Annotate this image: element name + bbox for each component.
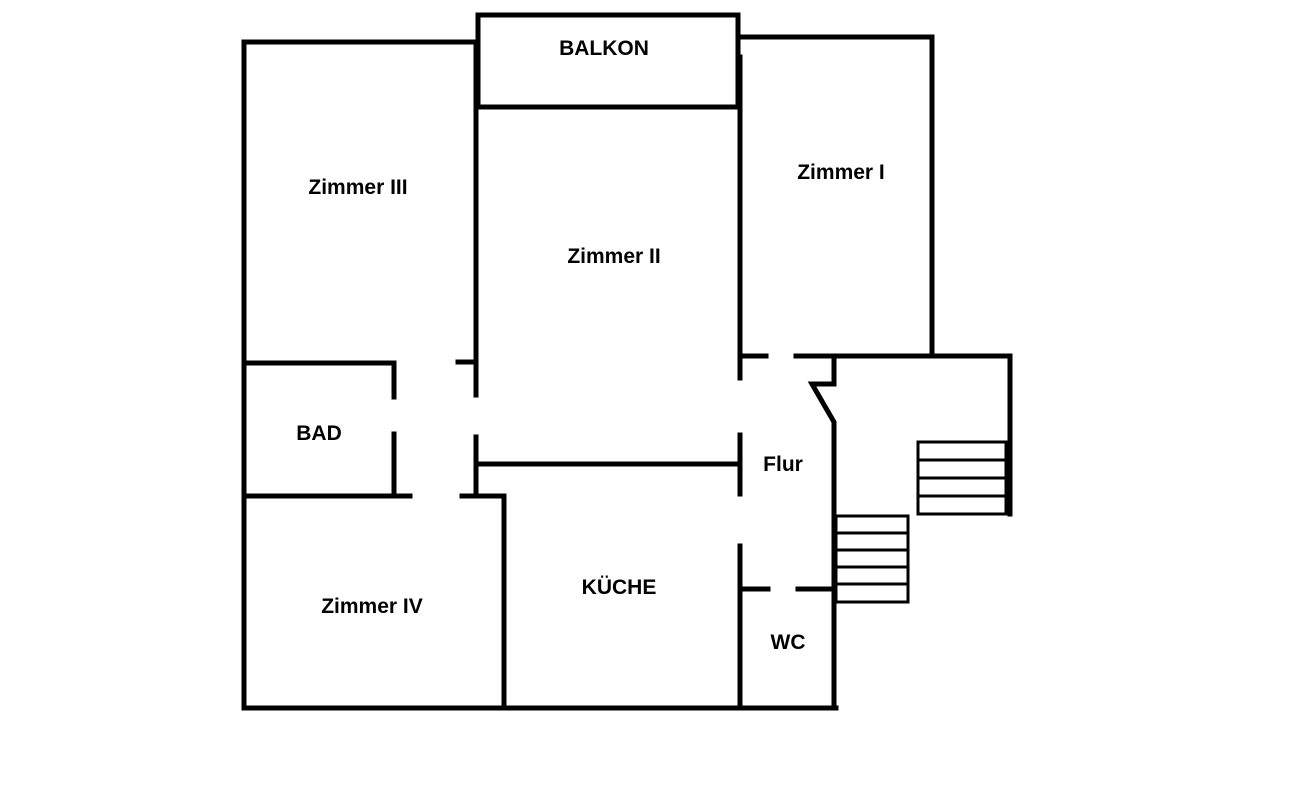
label-balkon: BALKON — [559, 37, 649, 60]
label-kueche: KÜCHE — [582, 576, 657, 599]
label-zimmer-4: Zimmer IV — [321, 595, 423, 618]
wall-balkon — [475, 12, 741, 110]
wall-bad-north — [241, 360, 397, 400]
label-zimmer-1: Zimmer I — [797, 161, 885, 184]
wall-stairwell-notch — [807, 353, 837, 711]
label-wc: WC — [771, 631, 806, 654]
staircase-lower-frame — [834, 514, 910, 604]
label-flur: Flur — [763, 453, 803, 476]
walls — [241, 12, 1013, 711]
label-zimmer-3: Zimmer III — [308, 176, 407, 199]
wall-hall-stub-lower — [459, 493, 507, 711]
staircase-lower — [834, 514, 910, 604]
staircase-upper — [916, 440, 1008, 516]
label-bad: BAD — [296, 422, 342, 445]
room-labels: BALKON Zimmer I Zimmer II Zimmer III BAD… — [296, 37, 885, 654]
label-zimmer-2: Zimmer II — [567, 245, 660, 268]
